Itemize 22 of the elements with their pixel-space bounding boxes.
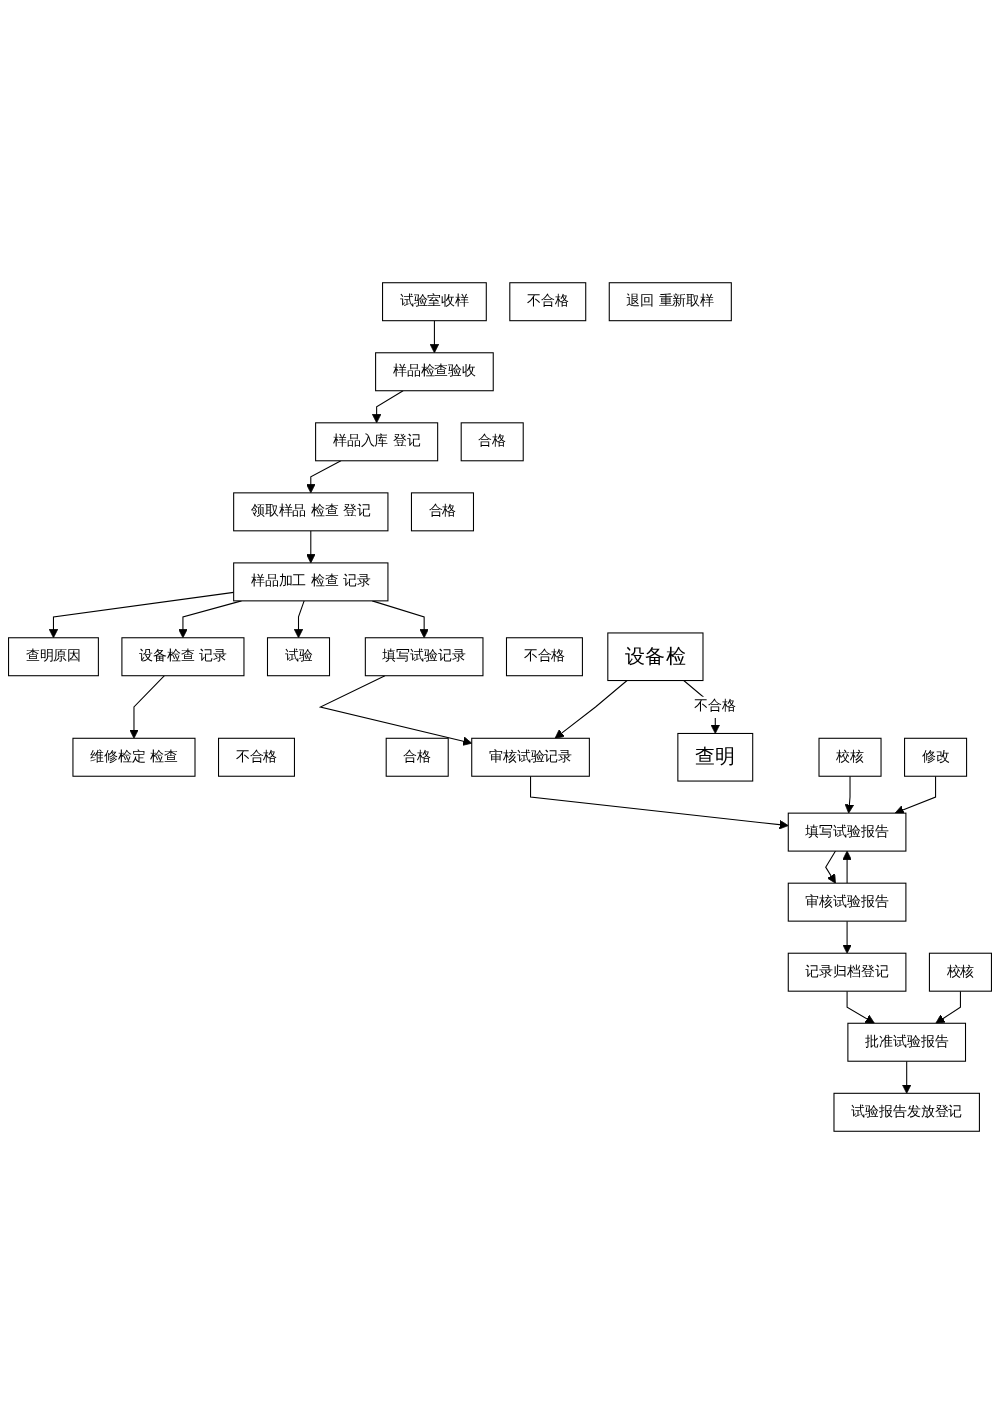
arrow bbox=[306, 460, 342, 494]
arrow bbox=[842, 920, 852, 954]
arrow bbox=[178, 600, 243, 639]
process-box: 查明 bbox=[677, 732, 754, 782]
arrow bbox=[129, 675, 165, 739]
arrow bbox=[935, 990, 961, 1024]
arrow bbox=[371, 600, 429, 639]
arrow bbox=[371, 390, 404, 424]
arrow bbox=[894, 775, 937, 815]
process-box: 设备检 bbox=[607, 632, 704, 682]
arrow bbox=[318, 675, 473, 746]
arrow bbox=[293, 600, 305, 639]
arrow bbox=[554, 680, 628, 739]
arrow bbox=[902, 1060, 912, 1094]
arrow bbox=[429, 320, 440, 354]
arrow bbox=[846, 990, 875, 1024]
arrow bbox=[530, 775, 789, 830]
arrow bbox=[48, 591, 235, 639]
arrow bbox=[306, 530, 316, 564]
arrow bbox=[844, 775, 855, 814]
arrow bbox=[825, 850, 837, 884]
arrow bbox=[842, 850, 852, 884]
